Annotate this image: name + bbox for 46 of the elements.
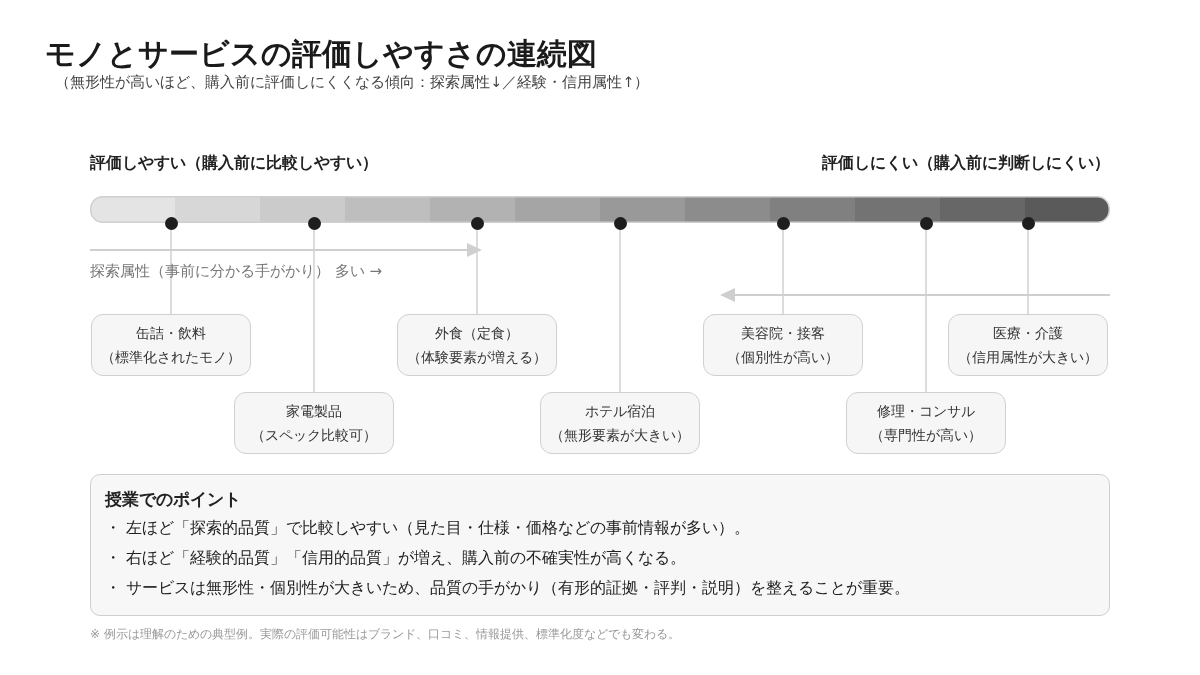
footnote: ※ 例示は理解のための典型例。実際の評価可能性はブランド、口コミ、情報提供、標準化度などでも変わる。 <box>90 626 680 643</box>
scale-end-label: 評価しにくい（購入前に判断しにくい） <box>822 153 1110 174</box>
title: モノとサービスの評価しやすさの連続図 <box>45 35 597 73</box>
card-note: （標準化されたモノ） <box>101 348 241 366</box>
card-title: ホテル宿泊 <box>585 402 655 420</box>
point-marker-icon <box>613 216 627 230</box>
card-note: （体験要素が増える） <box>407 348 547 366</box>
panel-heading: 授業でのポイント <box>105 488 242 511</box>
card-title: 外食（定食） <box>435 324 519 342</box>
card-title: 修理・コンサル <box>877 402 975 420</box>
example-card <box>540 392 700 454</box>
card-note: （信用属性が大きい） <box>958 348 1098 366</box>
point-marker-icon <box>776 216 790 230</box>
card-note: （スペック比較可） <box>251 426 377 444</box>
example-card <box>91 314 251 376</box>
bullet-text: ・ サービスは無形性・個別性が大きいため、品質の手がかり（有形的証拠・評判・説明）を整えることが重要。 <box>105 578 911 599</box>
scale-end-label: 評価しやすい（購入前に比較しやすい） <box>90 153 378 174</box>
leader-line <box>925 228 927 393</box>
card-title: 家電製品 <box>286 402 342 420</box>
example-card <box>234 392 394 454</box>
note-panel <box>90 474 1110 616</box>
example-card <box>397 314 557 376</box>
leader-line <box>476 228 478 315</box>
leader-line <box>313 228 315 393</box>
subtitle: （無形性が高いほど、購入前に評価しにくくなる傾向：探索属性↓／経験・信用属性↑） <box>55 73 650 92</box>
card-title: 美容院・接客 <box>741 324 825 342</box>
point-marker-icon <box>919 216 933 230</box>
point-marker-icon <box>307 216 321 230</box>
card-note: （個別性が高い） <box>727 348 839 366</box>
bullet-text: ・ 左ほど「探索的品質」で比較しやすい（見た目・仕様・価格などの事前情報が多い）。 <box>105 518 751 539</box>
example-card <box>703 314 863 376</box>
point-marker-icon <box>1021 216 1035 230</box>
bullet-text: ・ 右ほど「経験的品質」「信用的品質」が増え、購入前の不確実性が高くなる。 <box>105 548 687 569</box>
card-note: （無形要素が大きい） <box>550 426 690 444</box>
leader-line <box>782 228 784 315</box>
point-marker-icon <box>164 216 178 230</box>
leader-line <box>619 228 621 393</box>
leader-line <box>170 228 172 315</box>
card-note: （専門性が高い） <box>870 426 982 444</box>
direction-label: 探索属性（事前に分かる手がかり） 多い → <box>90 262 383 281</box>
example-card <box>846 392 1006 454</box>
card-title: 缶詰・飲料 <box>136 324 206 342</box>
card-title: 医療・介護 <box>993 324 1063 342</box>
point-marker-icon <box>470 216 484 230</box>
example-card <box>948 314 1108 376</box>
leader-line <box>1027 228 1029 315</box>
